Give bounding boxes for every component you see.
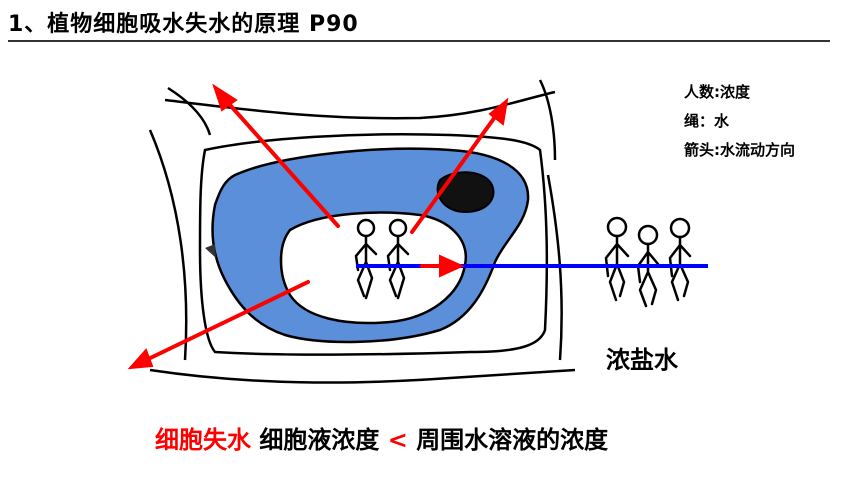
cytoplasm-notch xyxy=(205,244,216,258)
legend: 人数:浓度 绳：水 箭头:水流动方向 xyxy=(684,78,795,165)
page-title: 1、植物细胞吸水失水的原理 P90 xyxy=(8,12,359,37)
arrow-down-left xyxy=(127,280,310,370)
outside-solution-label: 浓盐水 xyxy=(606,346,678,374)
caption-cell-dehydration: 细胞失水 xyxy=(155,426,251,454)
water-flow-arrows xyxy=(127,83,509,370)
caption-cell-sap-concentration: 细胞液浓度 xyxy=(259,426,380,454)
arrow-up-right xyxy=(410,97,509,234)
neighbor-wall-left xyxy=(148,129,188,361)
neighbor-wall-right xyxy=(546,174,563,361)
legend-arrow-direction: 箭头:水流动方向 xyxy=(684,141,795,159)
neighbor-wall-top-right xyxy=(538,79,557,161)
conclusion-caption: 细胞失水 细胞液浓度 < 周围水溶液的浓度 xyxy=(155,420,608,455)
neighbor-wall-bottom xyxy=(149,368,576,384)
inner-person-1 xyxy=(354,218,378,300)
outer-people-group xyxy=(604,216,692,308)
legend-water: 绳：水 xyxy=(684,112,730,130)
arrow-up-left xyxy=(212,83,340,228)
inner-people-group xyxy=(354,218,410,300)
inner-person-2 xyxy=(386,218,410,300)
nucleus xyxy=(436,171,495,214)
legend-concentration: 人数:浓度 xyxy=(684,83,750,101)
caption-less-than: < xyxy=(387,426,408,454)
arrow-right-small xyxy=(420,254,465,278)
caption-surrounding-concentration: 周围水溶液的浓度 xyxy=(416,426,609,454)
neighbor-wall-top-left xyxy=(167,86,212,136)
title-underline xyxy=(8,40,830,42)
cell-wall xyxy=(198,132,549,356)
outer-person-1 xyxy=(604,216,630,302)
outer-person-3 xyxy=(668,217,692,302)
